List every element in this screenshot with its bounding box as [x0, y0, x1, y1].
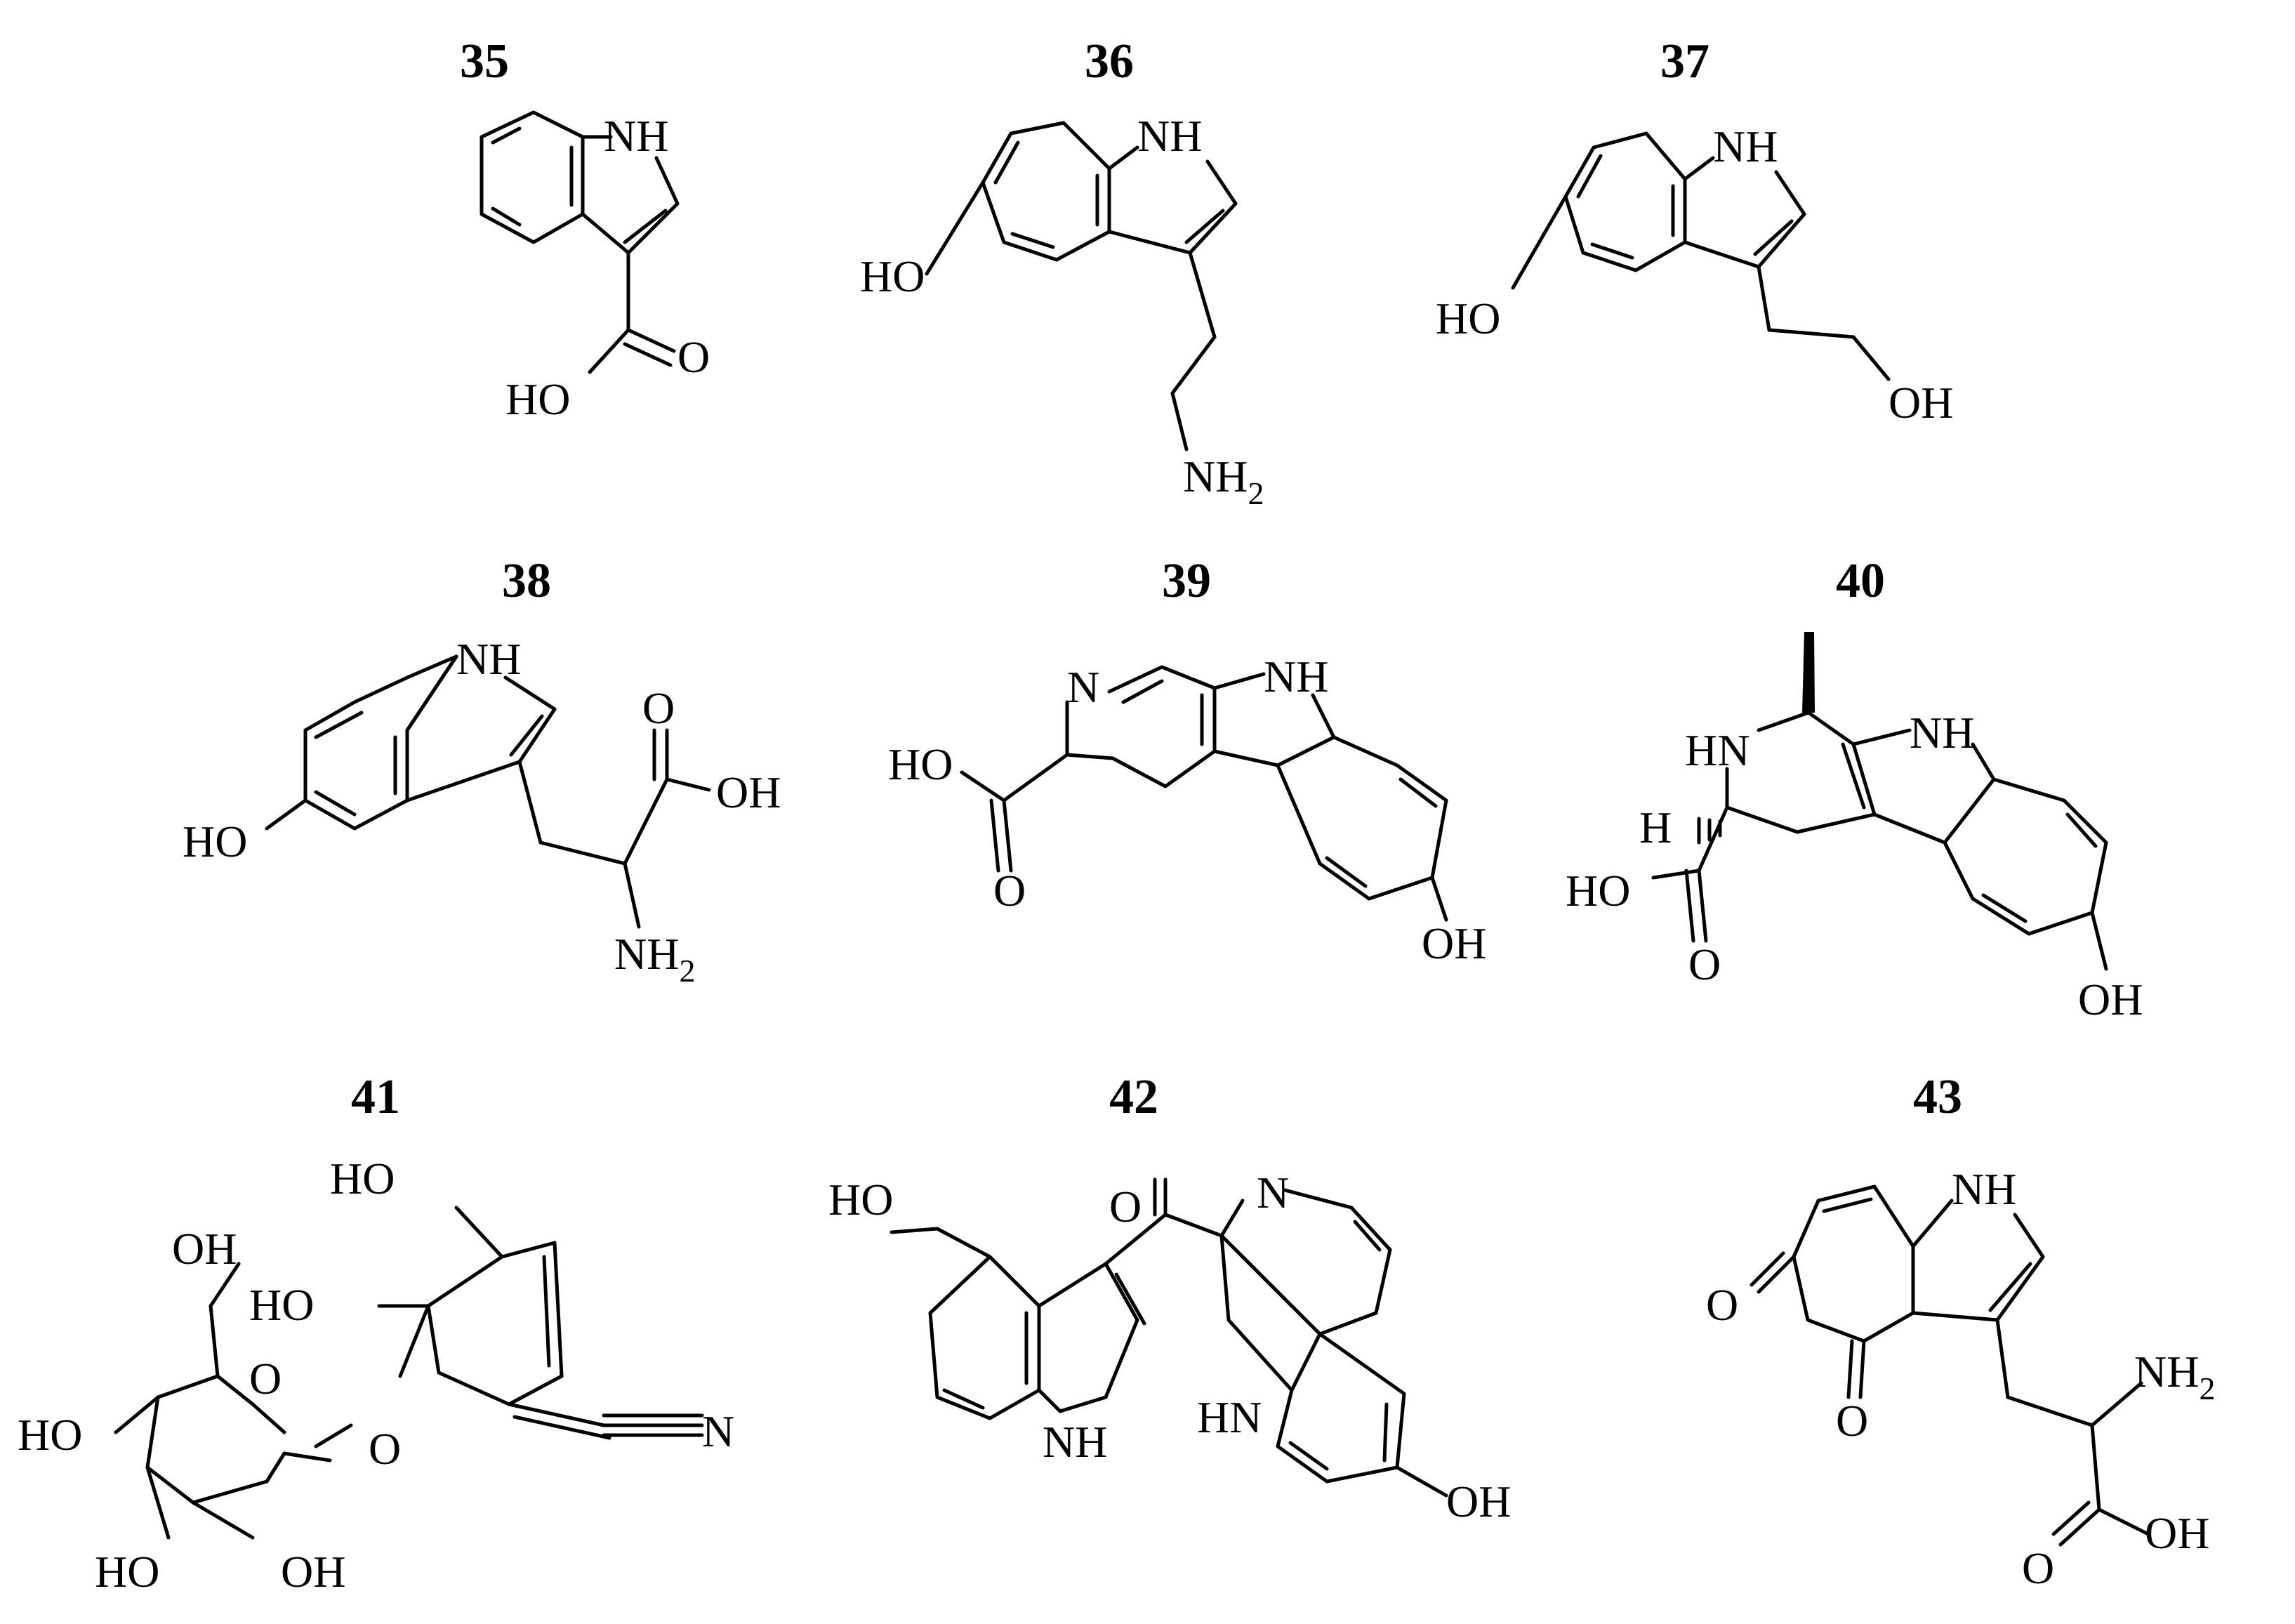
atom-label: O	[642, 683, 675, 733]
atom-label: HO	[505, 374, 570, 424]
atom-label: HO	[828, 1175, 893, 1224]
atom-label: O	[677, 332, 710, 382]
atom-label: NH	[1910, 708, 1974, 758]
compound-id: 40	[1836, 554, 1885, 608]
compound-id: 42	[1109, 1070, 1158, 1124]
compound-41: 41	[18, 1070, 734, 1597]
atom-label: OH	[1422, 918, 1486, 968]
compound-35: 35 NH O HO	[460, 34, 710, 424]
atom-label: O	[1706, 1280, 1738, 1330]
atom-label: NH	[604, 111, 668, 161]
atom-label: OH	[716, 767, 781, 817]
atom-label: N	[702, 1406, 734, 1456]
compound-id: 35	[460, 34, 509, 88]
compound-id: 37	[1660, 34, 1709, 88]
atom-label: O	[1688, 939, 1721, 989]
atom-label: N	[1067, 662, 1099, 712]
compound-36: 36 NH HO NH2	[860, 34, 1264, 511]
compound-40: 40	[1566, 554, 2143, 1024]
stereo-hash	[1697, 817, 1722, 845]
atom-label: OH	[281, 1547, 345, 1597]
atom-label: OH	[172, 1224, 237, 1274]
atom-label: N	[1257, 1168, 1289, 1217]
atom-label: HO	[183, 817, 247, 866]
atom-label: OH	[1889, 378, 1953, 428]
atom-label: OH	[1446, 1477, 1511, 1526]
atom-label: NH	[1264, 652, 1328, 701]
atom-label: HN	[1685, 725, 1750, 775]
compound-id: 39	[1162, 554, 1211, 608]
atom-label: HO	[249, 1280, 314, 1330]
atom-label: NH2	[2134, 1347, 2215, 1406]
atom-label: HO	[95, 1547, 159, 1597]
atom-label: OH	[2145, 1508, 2209, 1558]
compound-id: 43	[1913, 1070, 1962, 1124]
atom-label: O	[1836, 1396, 1868, 1446]
atom-label: O	[1109, 1182, 1142, 1232]
atom-label: O	[2022, 1543, 2054, 1593]
compound-id: 41	[351, 1070, 400, 1124]
atom-label: NH	[456, 634, 521, 684]
atom-label: O	[993, 866, 1026, 916]
compound-id: 38	[502, 554, 551, 608]
atom-label: NH2	[614, 929, 695, 989]
atom-label: NH2	[1183, 451, 1264, 511]
atom-label: HO	[888, 739, 953, 789]
atom-label: NH	[1952, 1164, 2016, 1214]
compound-id: 36	[1085, 34, 1134, 88]
compound-38: 38 NH HO O OH NH2	[183, 554, 781, 989]
atom-label: O	[369, 1424, 401, 1474]
atom-label: NH	[1713, 121, 1778, 171]
atom-label: NH	[1043, 1417, 1107, 1467]
atom-label: O	[249, 1354, 282, 1404]
atom-label: HO	[1436, 293, 1500, 343]
atom-label: HN	[1197, 1392, 1262, 1442]
atom-label: NH	[1137, 111, 1202, 161]
compound-39: 39 N NH HO O OH	[888, 554, 1486, 968]
atom-label: OH	[2078, 975, 2143, 1024]
atom-label: HO	[860, 251, 925, 301]
atom-label: HO	[330, 1154, 395, 1203]
atom-label: HO	[1566, 866, 1630, 916]
atom-label: H	[1639, 803, 1672, 852]
compound-42: 42	[828, 1070, 1511, 1526]
atom-label: HO	[18, 1410, 82, 1460]
stereo-wedge	[1802, 632, 1815, 713]
compound-37: 37 NH HO OH	[1436, 34, 1953, 428]
compound-43: 43 NH O O NH2 O OH	[1706, 1070, 2215, 1593]
